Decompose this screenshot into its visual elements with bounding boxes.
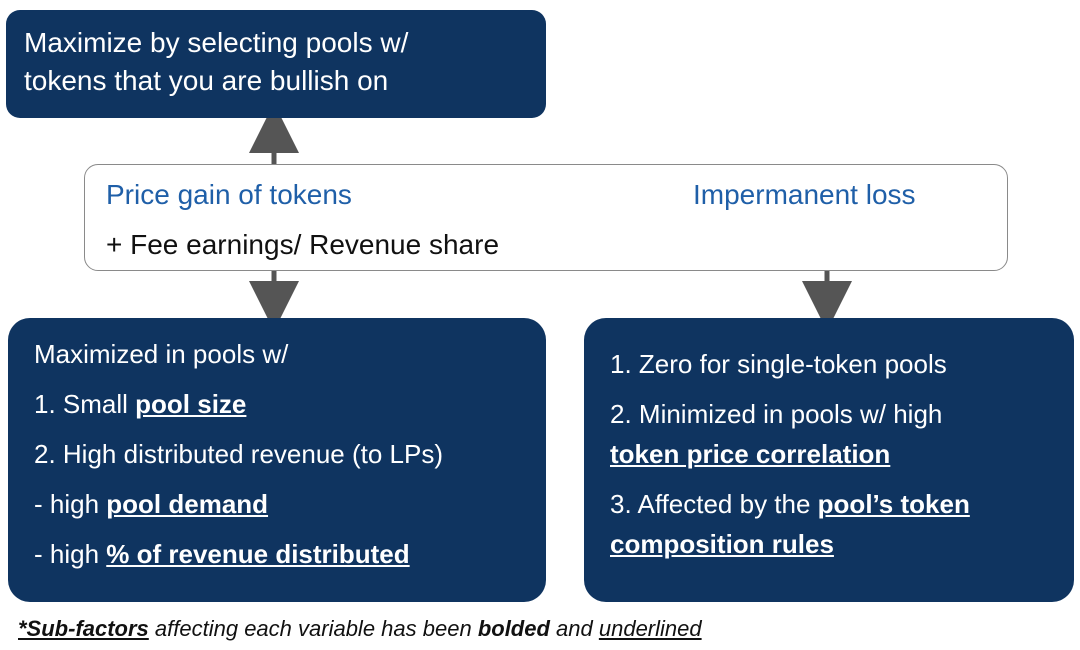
left-box-item4: - high % of revenue distributed xyxy=(34,536,520,572)
fee-earnings-label: + Fee earnings/ Revenue share xyxy=(106,229,500,260)
right-box-item3-line1: 3. Affected by the pool’s token xyxy=(610,486,1048,522)
right-item2-bold: token price correlation xyxy=(610,439,891,469)
left-item1-prefix: 1. Small xyxy=(34,389,136,419)
maximize-selection-box: Maximize by selecting pools w/ tokens th… xyxy=(6,10,546,118)
left-item1-bold: pool size xyxy=(135,389,247,419)
left-item3-prefix: - high xyxy=(34,489,107,519)
right-box-item1: 1. Zero for single-token pools xyxy=(610,349,947,379)
right-box-item2-line2: token price correlation xyxy=(610,436,1048,472)
footnote-bolded: bolded xyxy=(477,616,550,641)
footnote-text2: and xyxy=(549,616,599,641)
left-box-item1: 1. Small pool size xyxy=(34,386,520,422)
top-box-line1: Maximize by selecting pools w/ xyxy=(24,27,409,58)
right-item3-bold1: pool’s token xyxy=(817,489,970,519)
left-item3-bold: pool demand xyxy=(106,489,269,519)
right-box-item2-line1: 2. Minimized in pools w/ high xyxy=(610,399,943,429)
top-box-line2: tokens that you are bullish on xyxy=(24,65,389,96)
impermanent-loss-factors-box: 1. Zero for single-token pools 2. Minimi… xyxy=(584,318,1074,602)
left-box-item3: - high pool demand xyxy=(34,486,520,522)
right-box-item3-line2: composition rules xyxy=(610,526,1048,562)
price-gain-label: Price gain of tokens xyxy=(106,179,352,210)
left-box-item2: 2. High distributed revenue (to LPs) xyxy=(34,439,443,469)
right-item3-prefix: 3. Affected by the xyxy=(610,489,818,519)
footnote-text1: affecting each variable has been xyxy=(148,616,478,641)
left-box-intro: Maximized in pools w/ xyxy=(34,339,289,369)
footnote: *Sub-factors affecting each variable has… xyxy=(18,616,702,642)
impermanent-loss-label: Impermanent loss xyxy=(693,179,916,210)
returns-components-box: Price gain of tokens + Fee earnings/ Rev… xyxy=(84,164,1008,271)
left-item4-prefix: - high xyxy=(34,539,107,569)
right-item3-bold2: composition rules xyxy=(610,529,834,559)
fee-earnings-factors-box: Maximized in pools w/ 1. Small pool size… xyxy=(8,318,546,602)
footnote-sub-factors: *Sub-factors xyxy=(18,616,149,641)
left-item4-bold: % of revenue distributed xyxy=(106,539,410,569)
footnote-underlined: underlined xyxy=(598,616,702,641)
